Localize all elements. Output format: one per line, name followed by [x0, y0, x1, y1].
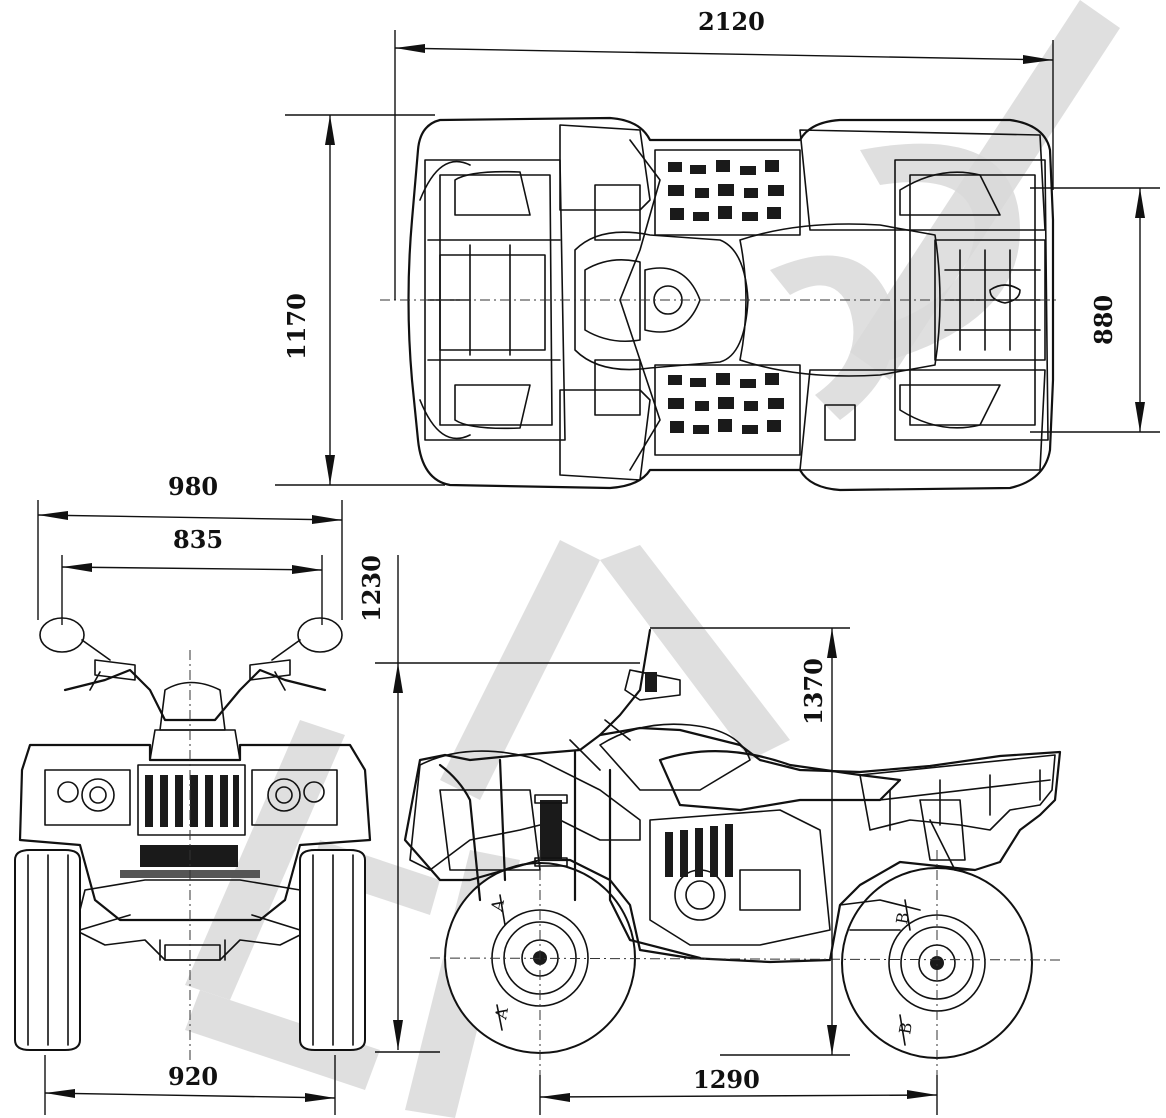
- label-mirror-width: 980: [168, 472, 218, 501]
- label-wheelbase: 1290: [693, 1065, 760, 1094]
- side-view: A A B B: [403, 628, 1062, 1075]
- dimension-labels: 2120 1170 880 980 835 1230 1370 920 1290: [168, 7, 1118, 1094]
- section-mark-rear-lower: B: [895, 1021, 916, 1036]
- label-seat-height: 1230: [357, 555, 386, 622]
- top-view: [380, 116, 1060, 492]
- label-overall-length: 2120: [698, 7, 765, 36]
- footrest-right: [654, 364, 801, 456]
- section-mark-front-lower: A: [491, 1006, 512, 1022]
- front-view: [14, 617, 372, 1060]
- label-handlebar-width: 835: [173, 525, 223, 554]
- label-rear-track: 880: [1089, 295, 1118, 345]
- left-headlight: [81, 778, 115, 812]
- right-headlight: [267, 778, 301, 812]
- label-overall-height: 1370: [799, 658, 828, 725]
- footrest-left: [654, 149, 801, 236]
- label-overall-width: 1170: [282, 293, 311, 360]
- dimension-lines: [37, 30, 1160, 1115]
- right-mirror: [297, 617, 343, 653]
- label-track-width: 920: [168, 1062, 218, 1091]
